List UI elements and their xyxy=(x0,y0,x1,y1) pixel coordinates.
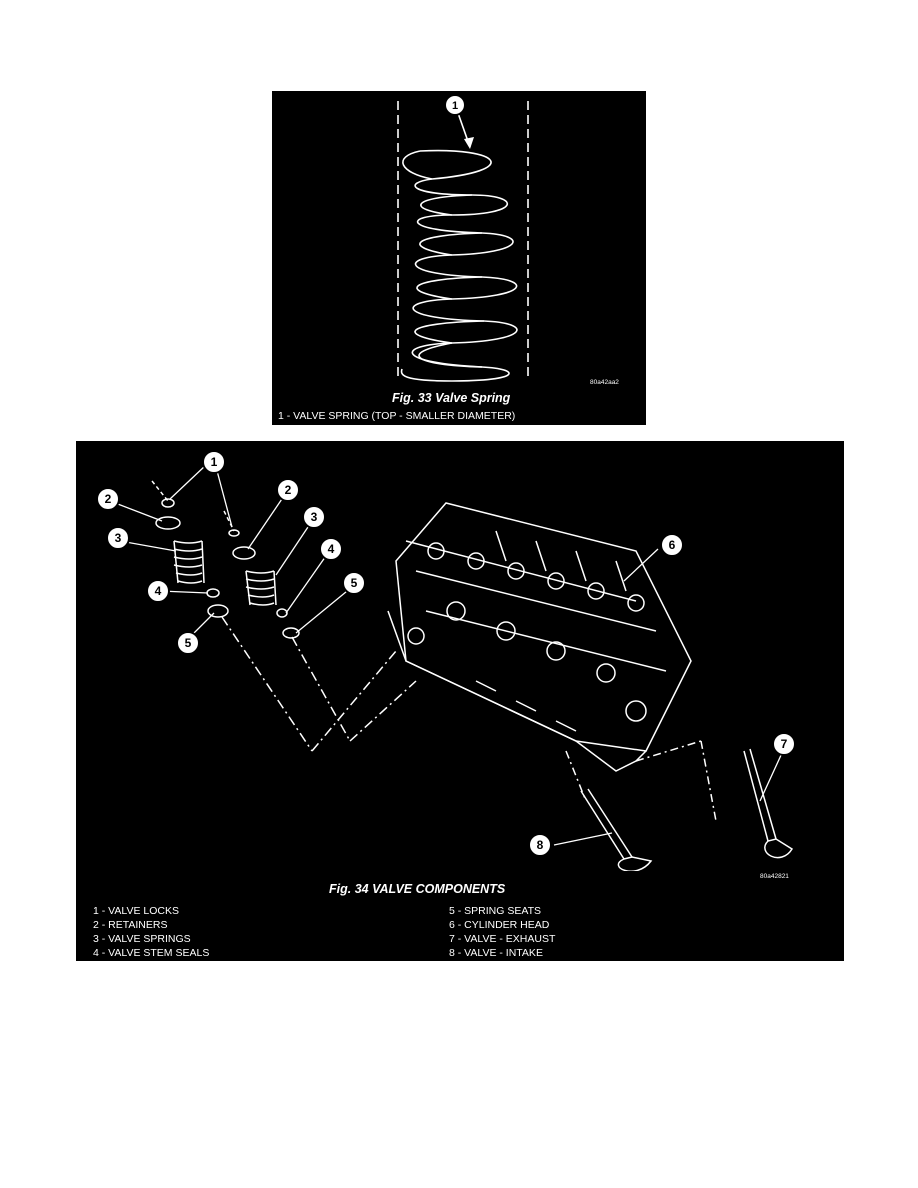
callout-1-label: 1 xyxy=(211,455,218,469)
callout-7-label: 7 xyxy=(781,737,788,751)
figure-code: 80a42821 xyxy=(760,873,789,880)
callout-1-label: 1 xyxy=(452,100,458,112)
legend-right: 5 - SPRING SEATS 6 - CYLINDER HEAD 7 - V… xyxy=(449,904,555,960)
legend-item: 3 - VALVE SPRINGS xyxy=(93,933,191,945)
figure-code: 80a42aa2 xyxy=(590,379,619,386)
callout-5-label: 5 xyxy=(185,636,192,650)
callout-3b xyxy=(302,505,326,529)
callout-3-label: 3 xyxy=(115,531,122,545)
legend-item: 8 - VALVE - INTAKE xyxy=(449,947,543,959)
figure-valve-spring: 1 80a42aa2 Fig. 33 Valve Spring 1 - VALV… xyxy=(272,91,646,425)
legend-item: 5 - SPRING SEATS xyxy=(449,905,541,917)
callout-8-label: 8 xyxy=(537,838,544,852)
callout-5b xyxy=(342,571,366,595)
callout-2 xyxy=(96,487,120,511)
valve-spring-illustration: 1 xyxy=(397,94,529,382)
callout-4b xyxy=(319,537,343,561)
callout-5 xyxy=(176,631,200,655)
callout-5b-label: 5 xyxy=(351,576,358,590)
callout-3b-label: 3 xyxy=(311,510,318,524)
legend-item: 7 - VALVE - EXHAUST xyxy=(449,933,556,945)
callout-4b-label: 4 xyxy=(328,542,335,556)
legend-item: 6 - CYLINDER HEAD xyxy=(449,919,550,931)
callout-7 xyxy=(772,732,796,756)
figure-valve-components: 1 2 3 4 5 2 3 4 5 6 7 8 80a42821 Fig. 34… xyxy=(76,441,844,961)
legend-item: 4 - VALVE STEM SEALS xyxy=(93,947,210,959)
figure-title: Fig. 34 VALVE COMPONENTS xyxy=(329,882,506,896)
callout-6 xyxy=(660,533,684,557)
callout-1 xyxy=(202,450,226,474)
legend-left: 1 - VALVE LOCKS 2 - RETAINERS 3 - VALVE … xyxy=(93,904,209,960)
callout-2-label: 2 xyxy=(105,492,112,506)
legend-item: 1 - VALVE SPRING (TOP - SMALLER DIAMETER… xyxy=(278,410,516,422)
callout-2b-label: 2 xyxy=(285,483,292,497)
callout-4 xyxy=(146,579,170,603)
callout-4-label: 4 xyxy=(155,584,162,598)
callout-3 xyxy=(106,526,130,550)
legend-item: 2 - RETAINERS xyxy=(93,919,168,931)
callout-1 xyxy=(444,94,466,116)
callout-6-label: 6 xyxy=(669,538,676,552)
callout-8 xyxy=(528,833,552,857)
callout-2b xyxy=(276,478,300,502)
figure-title: Fig. 33 Valve Spring xyxy=(392,391,511,405)
legend-item: 1 - VALVE LOCKS xyxy=(93,905,179,917)
valve-components-illustration: 1 2 3 4 5 2 3 4 5 6 7 8 xyxy=(96,450,796,871)
